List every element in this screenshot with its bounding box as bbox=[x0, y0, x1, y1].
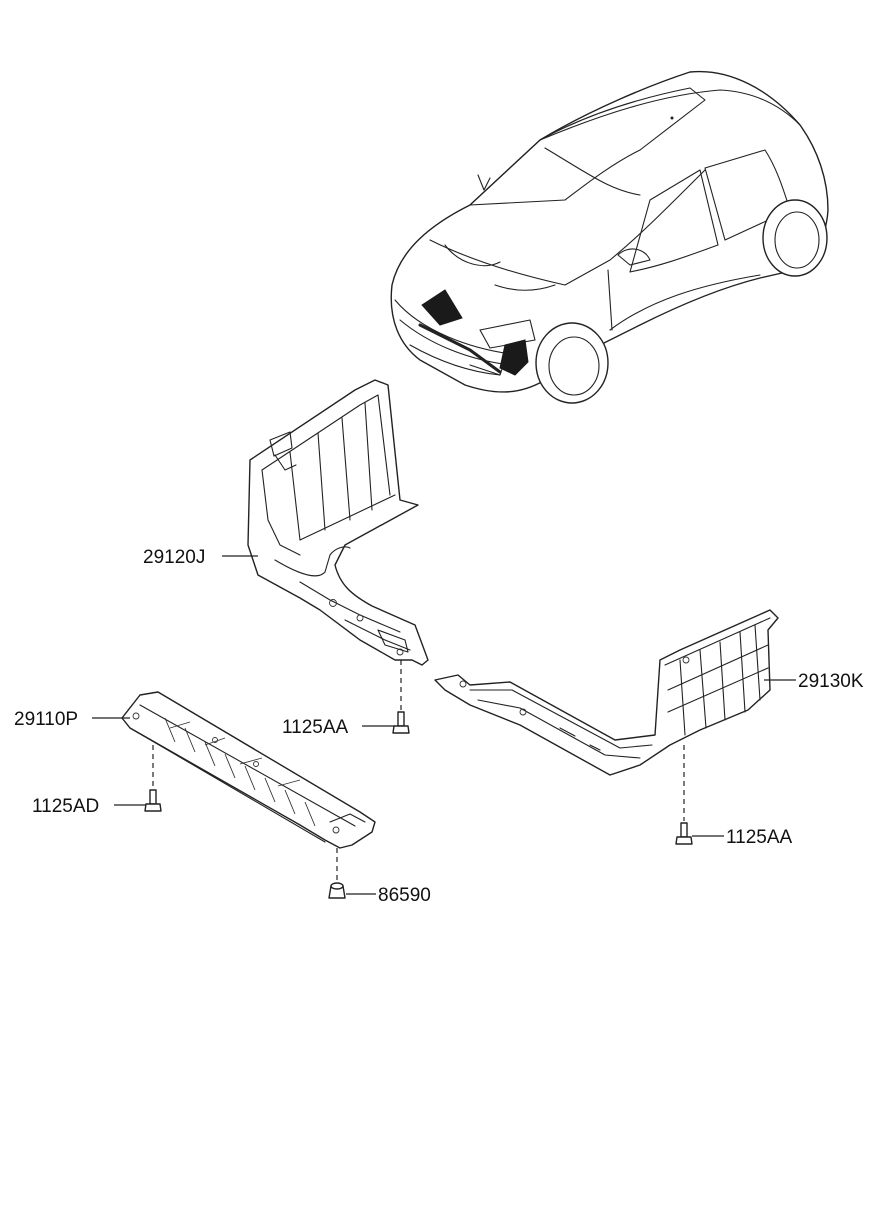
bolt-right-icon bbox=[675, 822, 693, 845]
side-under-cover bbox=[434, 609, 779, 776]
label-1125AA-right: 1125AA bbox=[726, 827, 793, 848]
vehicle-illustration bbox=[390, 70, 829, 404]
label-86590: 86590 bbox=[378, 885, 431, 906]
highlight-upper-cover bbox=[421, 289, 463, 326]
label-29120J: 29120J bbox=[143, 547, 205, 568]
label-1125AA-upper: 1125AA bbox=[282, 717, 349, 738]
bolt-upper-icon bbox=[392, 711, 410, 734]
bolt-lower-icon bbox=[144, 789, 162, 812]
front-lower-under-cover bbox=[121, 691, 376, 849]
label-29110P: 29110P bbox=[14, 709, 78, 730]
label-1125AD: 1125AD bbox=[32, 796, 99, 817]
label-29130K: 29130K bbox=[798, 671, 864, 692]
highlight-side-cover bbox=[499, 339, 529, 376]
clip-icon bbox=[328, 882, 346, 899]
front-upper-under-cover bbox=[247, 379, 429, 666]
